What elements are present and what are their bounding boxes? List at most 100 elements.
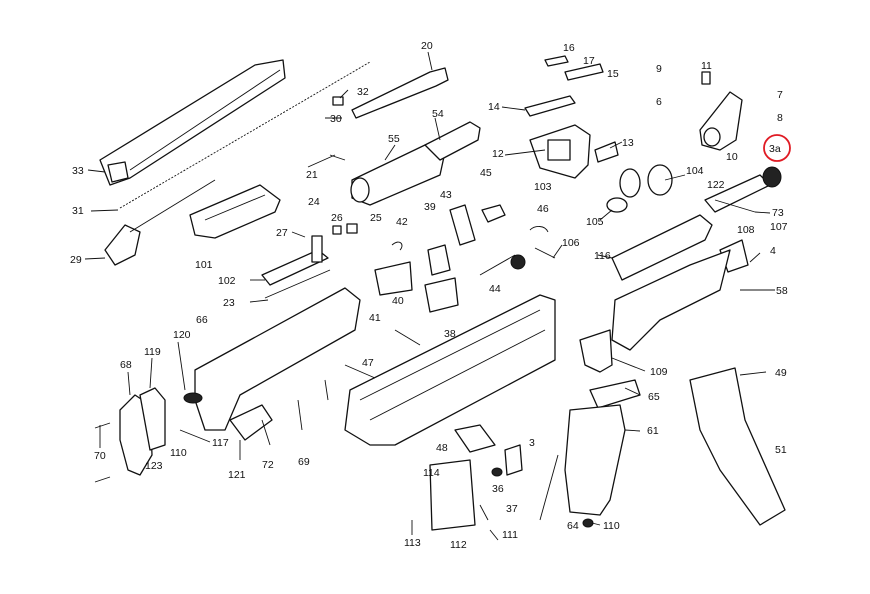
part-106: [534, 247, 556, 259]
label-17: 17: [583, 55, 595, 67]
pistol-grip-part: [564, 404, 626, 516]
label-58: 58: [776, 285, 788, 297]
label-112: 112: [450, 539, 467, 551]
label-6: 6: [656, 96, 662, 108]
pin-47b: [394, 329, 421, 346]
label-48: 48: [436, 442, 448, 454]
label-40: 40: [392, 295, 404, 307]
label-65: 65: [648, 391, 660, 403]
label-54: 54: [432, 108, 444, 120]
magazine-part: [689, 367, 786, 526]
part-105: [606, 197, 628, 213]
label-37: 37: [506, 503, 518, 515]
label-11: 11: [701, 60, 712, 72]
label-31: 31: [72, 205, 84, 217]
label-21: 21: [306, 169, 318, 181]
screw-70a: [94, 422, 111, 429]
label-32: 32: [357, 86, 369, 98]
label-101: 101: [195, 259, 213, 271]
bolt-carrier-part: [189, 184, 281, 239]
gas-block-part: [619, 164, 673, 198]
part-73: [714, 199, 756, 213]
muzzle-nut-part: [762, 166, 782, 188]
label-70: 70: [94, 450, 106, 462]
upper-handguard-part: [350, 144, 446, 206]
label-117: 117: [212, 437, 229, 449]
bolt-part: [524, 95, 576, 117]
part-110b: [582, 518, 594, 528]
screw-69b: [324, 379, 329, 401]
label-64: 64: [567, 520, 579, 532]
label-3a: 3a: [769, 143, 781, 155]
part-42: [391, 241, 403, 251]
part-26: [332, 225, 342, 235]
label-24: 24: [308, 196, 320, 208]
part-65: [589, 379, 641, 409]
label-111: 111: [502, 529, 518, 541]
label-9: 9: [656, 63, 662, 75]
label-107: 107: [770, 221, 788, 233]
part-114: [429, 459, 476, 531]
label-68: 68: [120, 359, 132, 371]
label-3: 3: [529, 437, 535, 449]
part-24: [311, 235, 323, 263]
label-49: 49: [775, 367, 787, 379]
stock-hinge-part: [183, 392, 203, 404]
pin-47a: [344, 364, 376, 379]
label-103: 103: [534, 181, 552, 193]
lower-handguard-part: [611, 214, 713, 281]
label-72: 72: [262, 459, 274, 471]
gas-tube-part: [424, 121, 481, 161]
label-44: 44: [489, 283, 501, 295]
receiver-part: [344, 294, 556, 446]
label-105: 105: [586, 216, 604, 228]
part-16: [544, 55, 569, 67]
screw-70b: [94, 476, 111, 483]
label-41: 41: [369, 312, 381, 324]
label-110a: 110: [170, 447, 187, 459]
label-61: 61: [647, 425, 659, 437]
part-39: [427, 244, 451, 276]
label-13: 13: [622, 137, 634, 149]
label-38: 38: [444, 328, 456, 340]
label-102: 102: [218, 275, 236, 287]
recoil-spring-part: [119, 61, 371, 209]
label-36: 36: [492, 483, 504, 495]
label-114: 114: [423, 467, 440, 479]
label-104: 104: [686, 165, 704, 177]
label-26: 26: [331, 212, 343, 224]
label-45: 45: [480, 167, 492, 179]
label-7: 7: [777, 89, 783, 101]
hammer-part: [449, 204, 476, 246]
cleaning-rod-part: [351, 67, 449, 119]
front-sight-part: [699, 91, 743, 151]
label-12: 12: [492, 148, 504, 160]
part-36: [491, 467, 503, 477]
label-110b: 110: [603, 520, 620, 532]
label-51: 51: [775, 444, 787, 456]
label-69: 69: [298, 456, 310, 468]
part-109: [579, 329, 613, 373]
clip-32-part: [332, 96, 344, 106]
label-8: 8: [777, 112, 783, 124]
part-11: [701, 71, 711, 85]
label-123: 123: [145, 460, 163, 472]
label-122: 122: [707, 179, 725, 191]
label-39: 39: [424, 201, 436, 213]
part-37: [479, 504, 489, 521]
label-10: 10: [726, 151, 738, 163]
label-47: 47: [362, 357, 374, 369]
rod-64: [539, 454, 559, 521]
hinge-assembly-part: [229, 404, 273, 460]
gas-tube-cover-part: [99, 59, 286, 186]
label-43: 43: [440, 189, 452, 201]
label-23: 23: [223, 297, 235, 309]
label-119: 119: [144, 346, 161, 358]
handguard-retainer-part: [611, 249, 731, 351]
label-73: 73: [772, 207, 784, 219]
spring-guide-part: [104, 179, 216, 266]
trigger-spring-part: [479, 254, 526, 276]
part-45: [481, 204, 506, 223]
